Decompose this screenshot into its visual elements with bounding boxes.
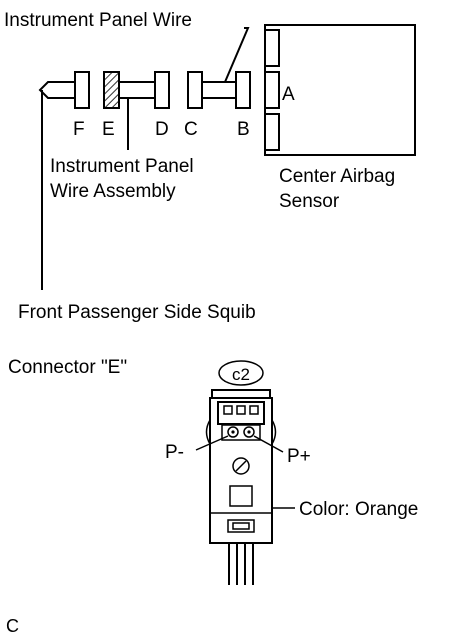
p-plus-leader: [253, 435, 284, 453]
connector-e-drawing: c2: [195, 360, 295, 585]
terminal-p-plus-dot: [247, 430, 251, 434]
squib-connector: [38, 71, 90, 290]
label-terminal-p-minus: P-: [165, 442, 184, 463]
indicator-circle: [232, 457, 250, 475]
connector-d: [154, 71, 170, 109]
indicator-slash: [235, 460, 247, 472]
label-wire-assembly-line2: Wire Assembly: [50, 181, 176, 202]
sensor-connector-a: [264, 71, 280, 109]
terminal-p-minus-dot: [231, 430, 235, 434]
sensor-connector-top: [264, 29, 280, 67]
connector-c: [187, 71, 203, 109]
label-front-passenger-side-squib: Front Passenger Side Squib: [18, 302, 256, 323]
connector-left-flange: [205, 419, 211, 445]
connector-lock-mid: [236, 405, 246, 415]
label-center-airbag-sensor-line2: Sensor: [279, 191, 340, 212]
label-instrument-panel-wire: Instrument Panel Wire: [4, 10, 192, 31]
wire-segment-de: [118, 81, 156, 99]
instrument-panel-wire-assembly: [103, 71, 170, 150]
label-color-note: Color: Orange: [299, 499, 418, 520]
connector-window: [229, 485, 253, 507]
connector-lock-left: [223, 405, 233, 415]
connector-code-oval: [218, 360, 264, 386]
label-center-airbag-sensor-line1: Center Airbag: [279, 166, 395, 187]
label-terminal-p-plus: P+: [287, 446, 311, 467]
sensor-housing: [264, 24, 416, 156]
instrument-panel-wire-leader: [224, 27, 250, 83]
letter-e: E: [102, 119, 115, 140]
instrument-panel-wire: [187, 27, 251, 109]
wire-segment-bc: [201, 81, 237, 99]
figure-letter: C: [6, 616, 19, 636]
center-airbag-sensor: [264, 24, 416, 156]
label-connector-title: Connector "E": [8, 357, 127, 378]
label-wire-assembly-line1: Instrument Panel: [50, 156, 194, 177]
letter-c: C: [184, 119, 198, 140]
connector-lock-right: [249, 405, 259, 415]
letter-a: A: [282, 84, 295, 105]
connector-right-flange: [271, 419, 277, 445]
letter-b: B: [237, 119, 250, 140]
connector-bottom-clip: [227, 519, 255, 533]
connector-top-block: [217, 401, 265, 425]
connector-b: [235, 71, 251, 109]
connector-clip-slot: [232, 522, 250, 530]
letter-d: D: [155, 119, 169, 140]
connector-f: [74, 71, 90, 109]
letter-f: F: [73, 119, 85, 140]
p-minus-leader: [195, 435, 229, 451]
sensor-connector-bottom: [264, 113, 280, 151]
terminal-p-plus-pin: [243, 426, 255, 438]
connector-code: c2: [232, 365, 250, 384]
terminal-frame: [221, 424, 261, 441]
connector-e: [103, 71, 120, 109]
terminal-p-minus-pin: [227, 426, 239, 438]
squib-plug: [38, 81, 76, 99]
